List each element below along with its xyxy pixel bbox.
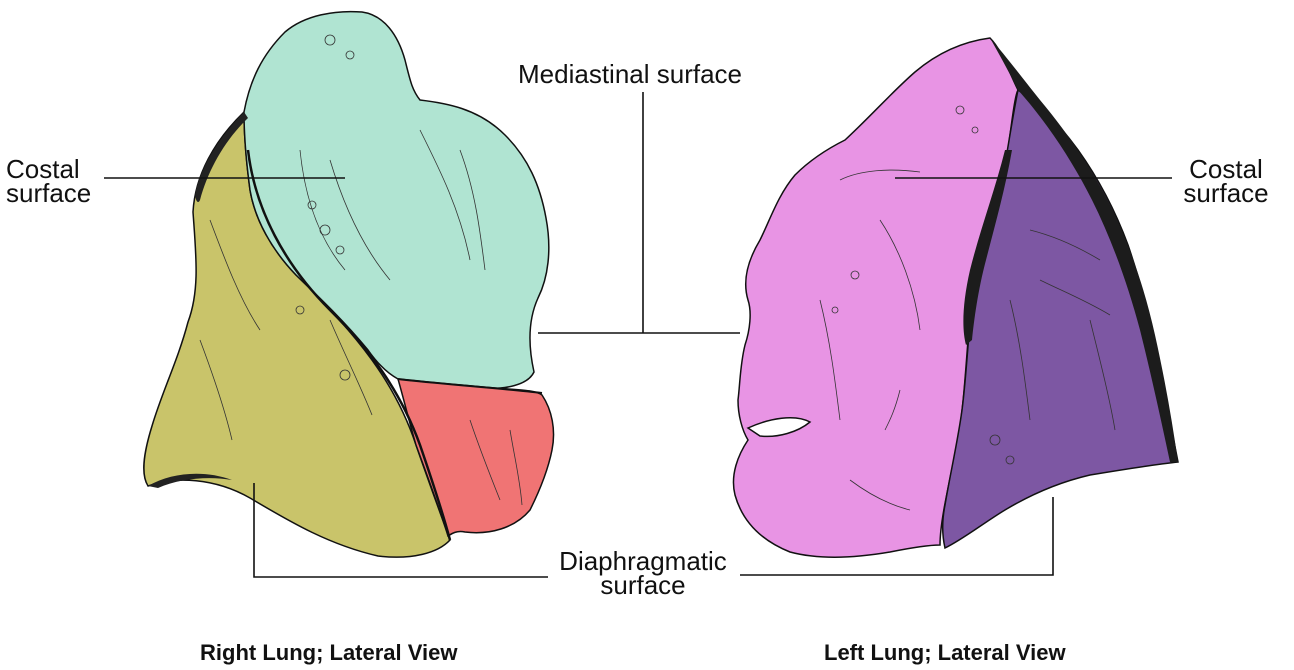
mediastinal-text: Mediastinal surface xyxy=(518,59,742,89)
diaphragmatic-surface-label: Diaphragmatic surface xyxy=(544,549,742,597)
costal-surface-label-right: Costal surface xyxy=(1172,157,1280,205)
costal-left-line2: surface xyxy=(6,181,91,205)
diaphragmatic-line2: surface xyxy=(544,573,742,597)
costal-surface-label-left: Costal surface xyxy=(6,157,91,205)
mediastinal-surface-label: Mediastinal surface xyxy=(518,62,742,86)
left-lung-caption-text: Left Lung; Lateral View xyxy=(824,640,1066,665)
left-lung-caption: Left Lung; Lateral View xyxy=(824,640,1066,666)
right-lung xyxy=(144,12,554,558)
left-lung xyxy=(733,38,1178,557)
costal-right-line2: surface xyxy=(1172,181,1280,205)
right-lung-caption-text: Right Lung; Lateral View xyxy=(200,640,458,665)
right-lung-caption: Right Lung; Lateral View xyxy=(200,640,458,666)
